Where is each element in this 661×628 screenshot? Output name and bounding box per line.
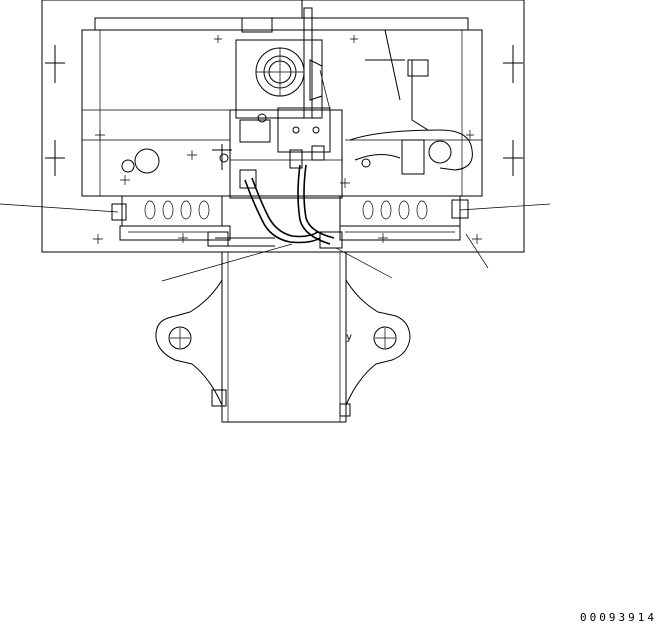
- right-bracket: [349, 29, 473, 175]
- leader-lines: [0, 69, 551, 282]
- left-ports: [121, 144, 232, 174]
- right-cylinder: [319, 195, 469, 249]
- part-mark: y: [346, 332, 352, 343]
- control-valve: [229, 59, 343, 199]
- hose-lines: [215, 164, 335, 247]
- left-cylinder: [111, 195, 231, 247]
- drawing-number: 00093914: [580, 611, 657, 624]
- boom-arm: [155, 251, 411, 423]
- crosshair-marks: [45, 35, 523, 244]
